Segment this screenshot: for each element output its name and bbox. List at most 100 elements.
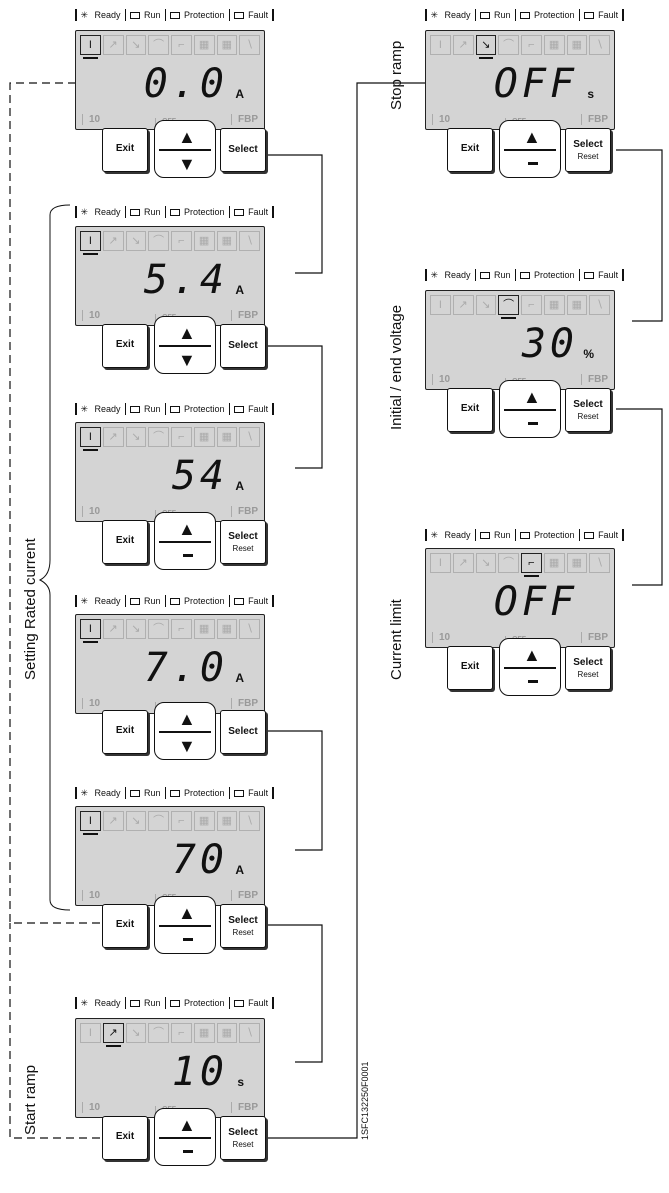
status-row: ✳ReadyRunProtectionFault	[75, 205, 274, 219]
up-arrow-button[interactable]: ▲	[178, 1115, 196, 1136]
lcd-icon-row: I↗↘⌒⌐▦▦∖	[430, 553, 610, 575]
lcd-display: I↗↘⌒⌐▦▦∖0.0A10OFFFBP	[75, 30, 265, 130]
protection-led-icon	[520, 12, 530, 19]
button-row: Exit▲▬SelectReset	[447, 380, 617, 438]
lcd-bottom-value: 10	[82, 310, 100, 321]
select-label: Select	[228, 340, 257, 351]
exit-button[interactable]: Exit	[447, 128, 493, 172]
lcd-display: I↗↘⌒⌐▦▦∖54A10OFFFBP	[75, 422, 265, 522]
lcd-unit: A	[235, 479, 244, 493]
select-button[interactable]: Select	[220, 128, 266, 172]
down-key-indicator[interactable]: ▬	[528, 417, 538, 428]
arrow-pad: ▲▬	[154, 896, 216, 954]
exit-button[interactable]: Exit	[102, 710, 148, 754]
initial-voltage-icon: ⌒	[148, 619, 169, 639]
lcd-bottom-value: 10	[82, 698, 100, 709]
protection-led-icon	[520, 532, 530, 539]
rated-current-icon: I	[80, 35, 101, 55]
run-led-icon	[130, 598, 140, 605]
select-label: Select	[228, 1127, 257, 1138]
exit-button[interactable]: Exit	[102, 520, 148, 564]
protection-icon: ▦	[194, 35, 215, 55]
torque-icon: ∖	[589, 295, 610, 315]
arrow-pad: ▲▼	[154, 702, 216, 760]
run-led-icon	[130, 12, 140, 19]
down-arrow-button[interactable]: ▼	[178, 350, 196, 371]
exit-button[interactable]: Exit	[102, 904, 148, 948]
down-key-indicator[interactable]: ▬	[528, 675, 538, 686]
exit-label: Exit	[116, 919, 134, 930]
up-arrow-button[interactable]: ▲	[178, 323, 196, 344]
start-ramp-icon: ↗	[103, 427, 124, 447]
fault-led-icon	[234, 209, 244, 216]
up-arrow-button[interactable]: ▲	[523, 645, 541, 666]
current-limit-icon: ⌐	[171, 35, 192, 55]
status-run: Run	[144, 10, 161, 20]
lcd-icon-row: I↗↘⌒⌐▦▦∖	[80, 811, 260, 833]
up-arrow-button[interactable]: ▲	[178, 709, 196, 730]
protection-icon: ▦	[194, 427, 215, 447]
protection-2-icon: ▦	[217, 1023, 238, 1043]
torque-icon: ∖	[589, 553, 610, 573]
down-arrow-button[interactable]: ▼	[178, 154, 196, 175]
protection-led-icon	[170, 12, 180, 19]
status-run: Run	[494, 270, 511, 280]
status-protection: Protection	[184, 788, 225, 798]
exit-button[interactable]: Exit	[447, 646, 493, 690]
up-arrow-button[interactable]: ▲	[523, 127, 541, 148]
exit-label: Exit	[116, 339, 134, 350]
exit-button[interactable]: Exit	[102, 1116, 148, 1160]
lcd-digits: 7.0	[144, 645, 228, 691]
status-run: Run	[494, 530, 511, 540]
stop-ramp-icon: ↘	[476, 35, 497, 55]
exit-label: Exit	[116, 725, 134, 736]
down-key-indicator[interactable]: ▬	[183, 933, 193, 944]
down-key-indicator[interactable]: ▬	[183, 1145, 193, 1156]
button-row: Exit ▲ ▬ SelectReset	[102, 512, 272, 570]
current-limit-icon: ⌐	[171, 231, 192, 251]
exit-label: Exit	[461, 403, 479, 414]
torque-icon: ∖	[239, 619, 260, 639]
status-ready: Ready	[95, 404, 121, 414]
protection-2-icon: ▦	[217, 811, 238, 831]
initial-voltage-icon: ⌒	[148, 231, 169, 251]
select-button[interactable]: Select	[220, 324, 266, 368]
up-arrow-button[interactable]: ▲	[523, 387, 541, 408]
lcd-display: I↗↘⌒⌐▦▦∖10s10OFFFBP	[75, 1018, 265, 1118]
initial-voltage-icon: ⌒	[498, 295, 519, 315]
reset-label: Reset	[221, 928, 265, 937]
ready-led-icon: ✳	[81, 596, 91, 606]
down-arrow-button[interactable]: ▼	[178, 736, 196, 757]
lcd-display: I↗↘⌒⌐▦▦∖7.0A10OFFFBP	[75, 614, 265, 714]
status-row: ✳ReadyRunProtectionFault	[75, 594, 274, 608]
exit-button[interactable]: Exit	[102, 128, 148, 172]
fault-led-icon	[234, 1000, 244, 1007]
status-fault: Fault	[598, 10, 618, 20]
up-arrow-button[interactable]: ▲	[178, 903, 196, 924]
exit-button[interactable]: Exit	[102, 324, 148, 368]
exit-button[interactable]: Exit	[447, 388, 493, 432]
up-arrow-button[interactable]: ▲	[178, 127, 196, 148]
lcd-unit: s	[237, 1075, 244, 1089]
initial-voltage-icon: ⌒	[148, 1023, 169, 1043]
button-row: Exit ▲ ▬ SelectReset	[447, 638, 617, 696]
select-button[interactable]: Select	[220, 710, 266, 754]
status-protection: Protection	[184, 998, 225, 1008]
protection-2-icon: ▦	[567, 553, 588, 573]
reset-label: Reset	[566, 412, 610, 421]
down-key-indicator[interactable]: ▬	[528, 157, 538, 168]
run-led-icon	[130, 209, 140, 216]
up-arrow-button[interactable]: ▲	[178, 519, 196, 540]
protection-2-icon: ▦	[567, 295, 588, 315]
down-key-indicator[interactable]: ▬	[183, 549, 193, 560]
lcd-display: I↗↘⌒⌐▦▦∖OFF10OFFFBP	[425, 548, 615, 648]
lcd-display: I↗↘⌒⌐▦▦∖5.4A10OFFFBP	[75, 226, 265, 326]
arrow-pad: ▲▬	[499, 380, 561, 438]
